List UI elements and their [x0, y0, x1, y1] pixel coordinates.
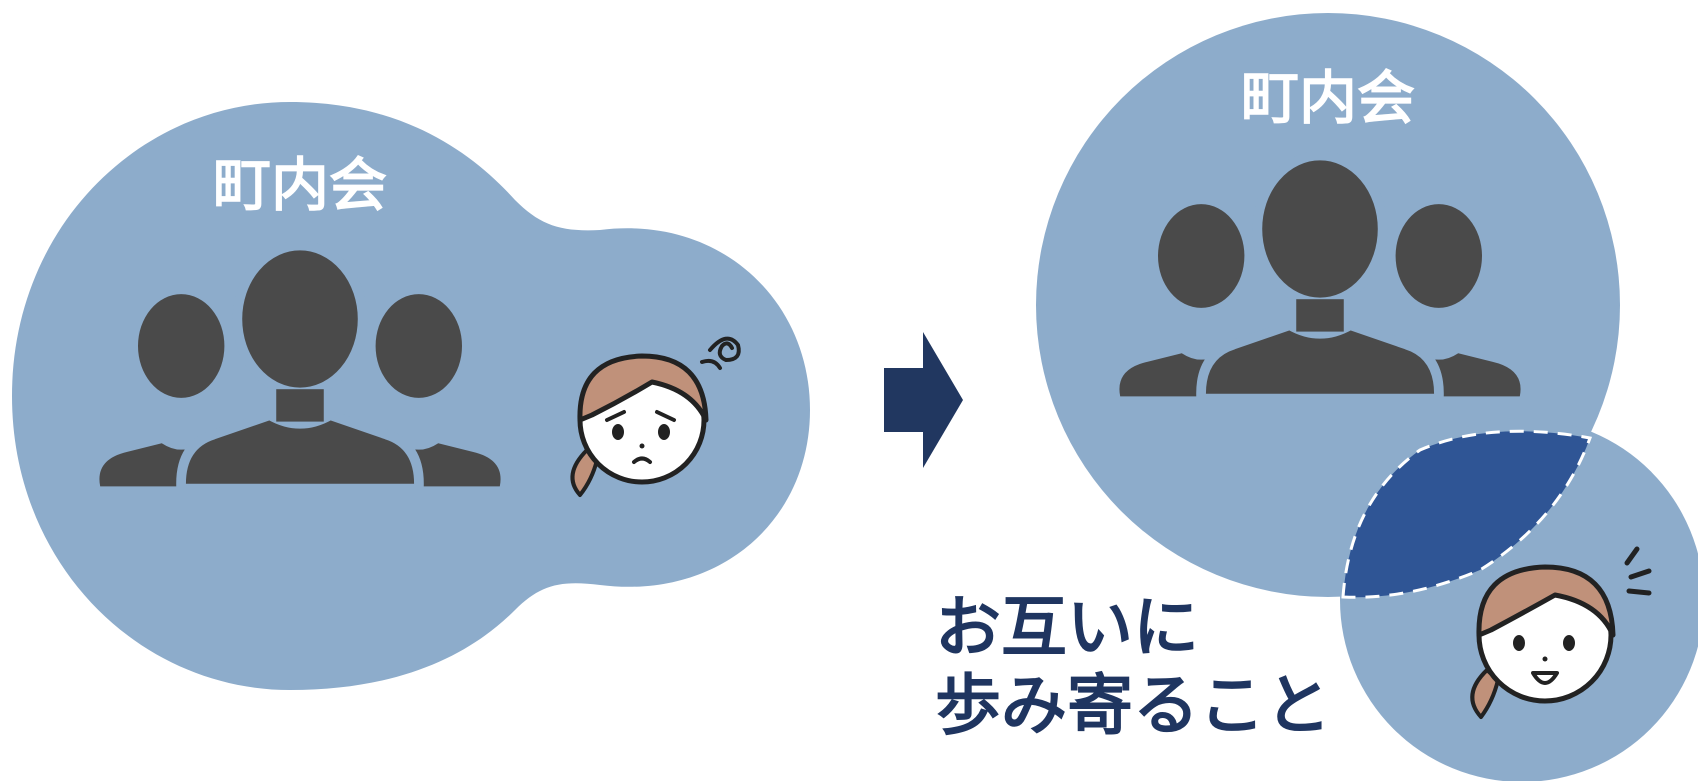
- right-arrow-icon: [884, 332, 963, 468]
- overlap-area: [1341, 429, 1593, 599]
- right-group-diagram: 町内会 お互いに 歩み寄ること: [935, 13, 1698, 781]
- people-group-icon: [1119, 150, 1521, 404]
- left-group-title: 町内会: [213, 151, 387, 219]
- worried-woman-icon: [570, 336, 741, 497]
- right-group-title: 町内会: [1241, 64, 1415, 132]
- people-group-icon: [99, 240, 501, 494]
- left-group-diagram: 町内会: [12, 102, 810, 690]
- smiling-woman-icon: [1470, 546, 1652, 719]
- caption-line-1: お互いに: [935, 589, 1199, 666]
- caption-line-2: 歩み寄ること: [935, 667, 1331, 744]
